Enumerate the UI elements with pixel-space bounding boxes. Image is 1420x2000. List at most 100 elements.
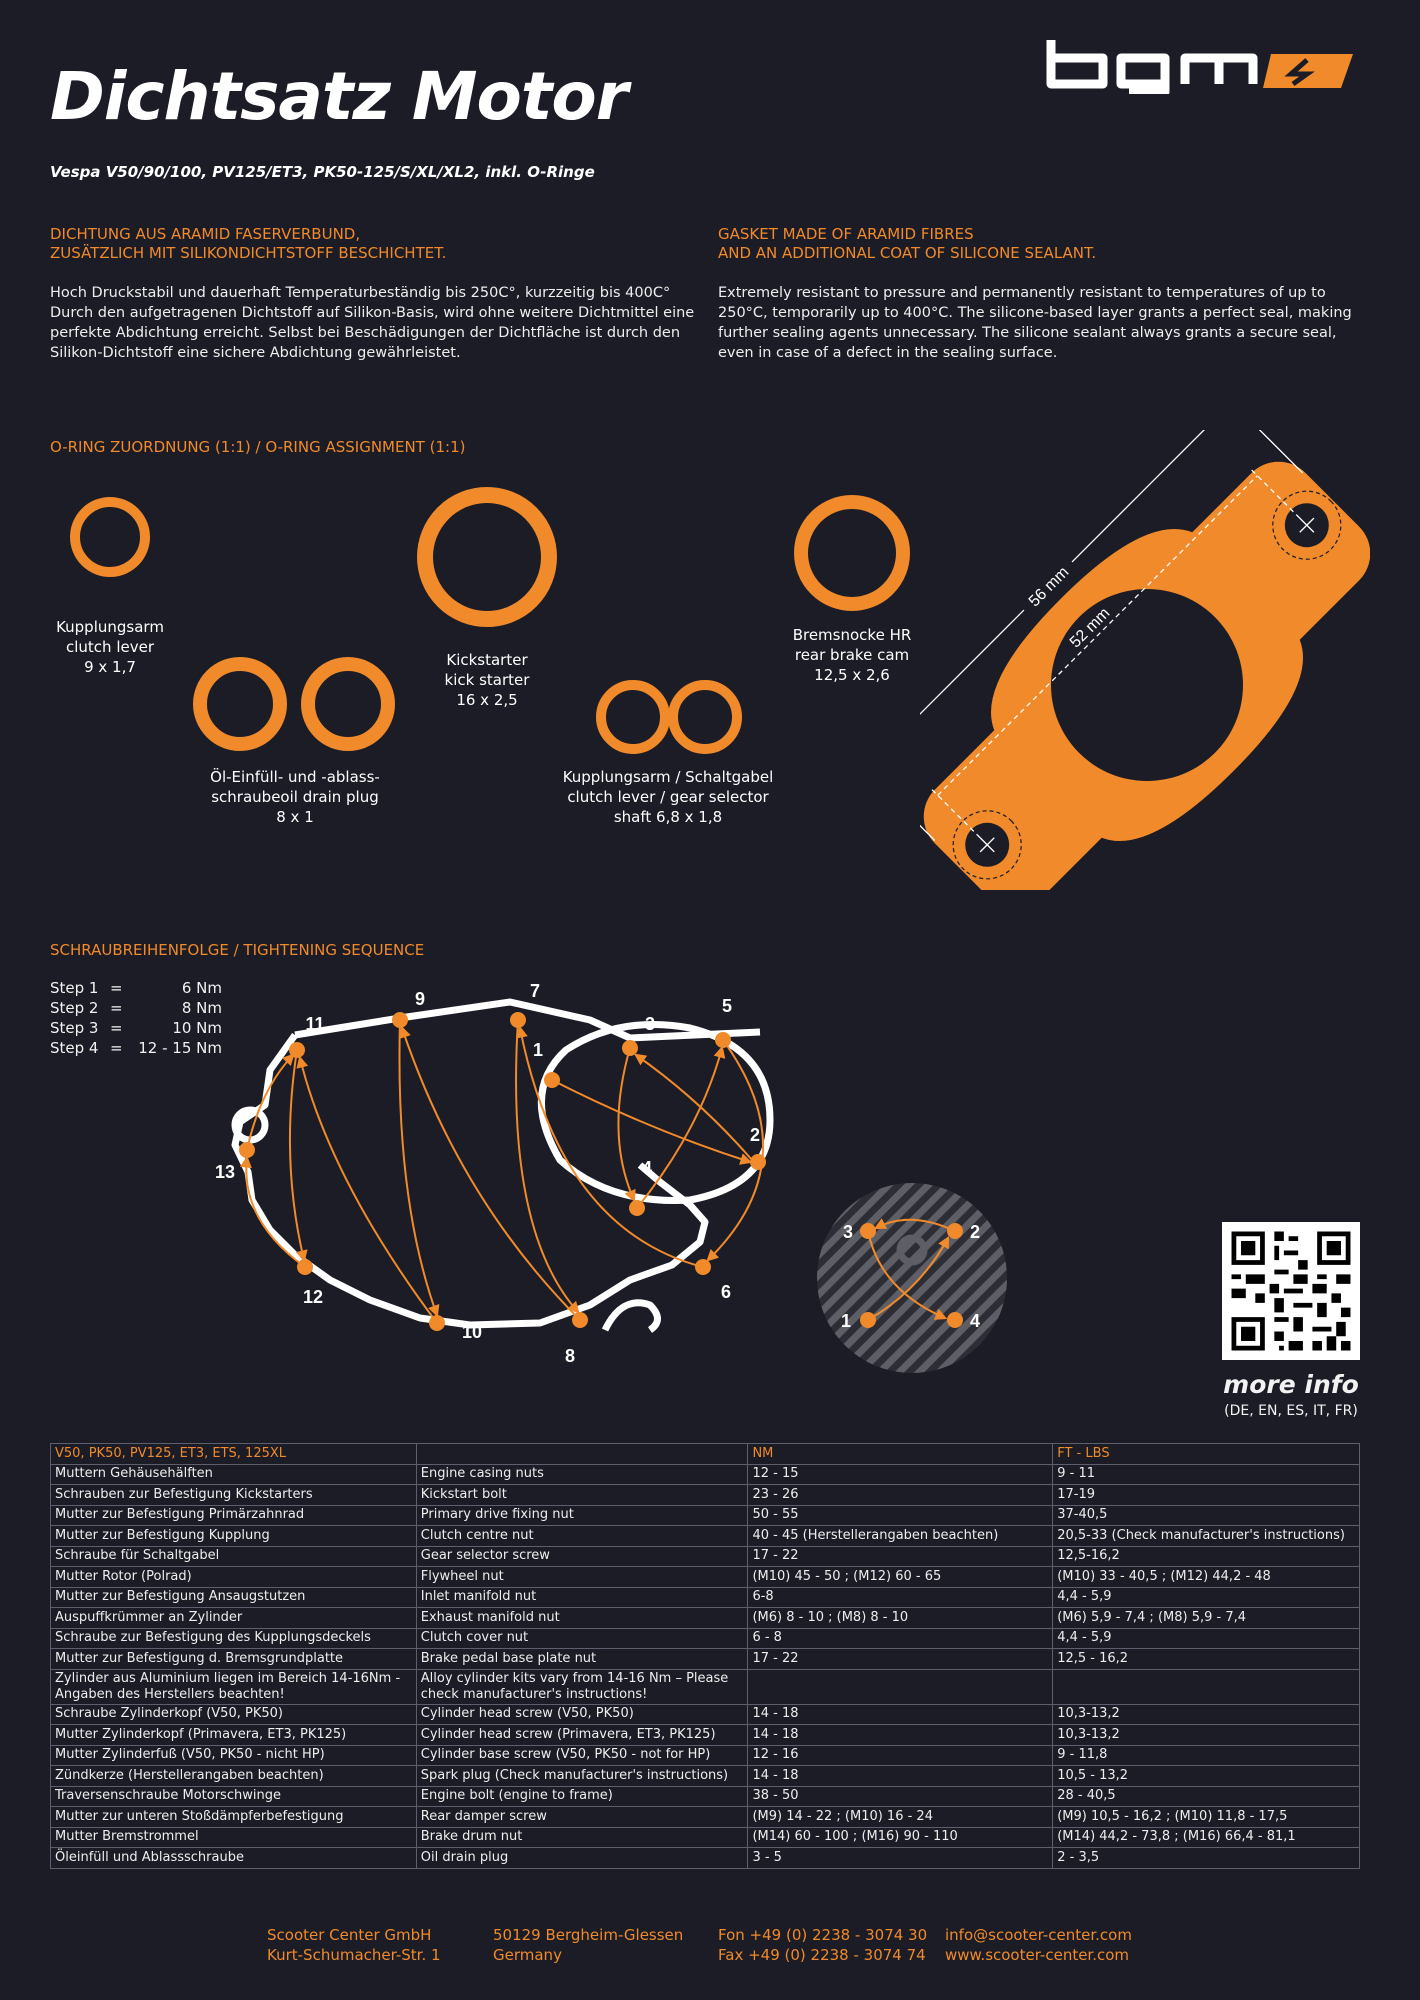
de-heading-line: DICHTUNG AUS ARAMID FASERVERBUND, [50,225,361,243]
cyl-number: 3 [843,1222,853,1242]
table-cell: Mutter zur Befestigung Ansaugstutzen [50,1586,417,1608]
table-cell: 9 - 11 [1052,1463,1360,1485]
footer-street: Kurt-Schumacher-Str. 1 [267,1946,441,1964]
table-cell: 23 - 26 [747,1484,1054,1506]
footer-company: Scooter Center GmbH Kurt-Schumacher-Str.… [267,1925,441,1965]
table-cell: 4,4 - 5,9 [1052,1586,1360,1608]
table-cell: Spark plug (Check manufacturer's instruc… [415,1765,749,1787]
table-cell: 14 - 18 [747,1765,1054,1787]
table-cell: (M14) 44,2 - 73,8 ; (M16) 66,4 - 81,1 [1052,1826,1360,1848]
table-cell: Zylinder aus Aluminium liegen im Bereich… [50,1668,417,1705]
bolt-number: 10 [462,1322,482,1342]
qr-code[interactable] [1222,1222,1360,1360]
table-cell: Clutch centre nut [415,1525,749,1547]
table-cell: Gear selector screw [415,1545,749,1567]
bolt-number: 8 [565,1346,575,1366]
table-cell: (M9) 14 - 22 ; (M10) 16 - 24 [747,1806,1054,1828]
table-cell: (M6) 5,9 - 7,4 ; (M8) 5,9 - 7,4 [1052,1607,1360,1629]
flange-gasket-shape [923,461,1370,890]
cyl-number: 2 [970,1222,980,1242]
table-row: Schraube Zylinderkopf (V50, PK50)Cylinde… [50,1703,1360,1725]
bolt-number: 1 [533,1040,543,1060]
table-header-cell [415,1443,749,1465]
bolt-number: 13 [215,1162,235,1182]
table-row: Zündkerze (Herstellerangaben beachten)Sp… [50,1765,1360,1787]
label-line: shaft 6,8 x 1,8 [613,808,723,826]
table-cell [1052,1668,1360,1705]
flange-gasket-diagram: 56 mm 52 mm [920,430,1370,890]
table-cell: Mutter Bremstrommel [50,1826,417,1848]
en-heading-line: AND AN ADDITIONAL COAT OF SILICONE SEALA… [718,244,1097,262]
oring-label-drain: Öl-Einfüll- und -ablass- schraubeoil dra… [180,767,410,827]
step-equals: = [110,1039,123,1057]
table-cell: (M10) 45 - 50 ; (M12) 60 - 65 [747,1566,1054,1588]
de-body-line: Durch den aufgetragenen Dichtstoff auf S… [50,305,695,321]
label-line: 9 x 1,7 [84,658,136,676]
table-cell: Exhaust manifold nut [415,1607,749,1629]
table-cell: 17 - 22 [747,1648,1054,1670]
oring-clutch-lever [70,497,150,577]
footer-company-name: Scooter Center GmbH [267,1926,432,1944]
more-info-label[interactable]: more info [1223,1370,1359,1399]
cyl-bolt-4 [947,1312,963,1328]
table-cell: Zündkerze (Herstellerangaben beachten) [50,1765,417,1787]
footer-web-link[interactable]: www.scooter-center.com [945,1946,1130,1964]
table-row: Mutter zur unteren Stoßdämpferbefestigun… [50,1806,1360,1828]
table-row: Schraube zur Befestigung des Kupplungsde… [50,1627,1360,1649]
table-cell [747,1668,1054,1705]
table-cell: Brake drum nut [415,1826,749,1848]
table-cell: Engine casing nuts [415,1463,749,1485]
footer-phone-line: Fon +49 (0) 2238 - 3074 30 [718,1926,928,1944]
table-cell: 12 - 15 [747,1463,1054,1485]
de-heading: DICHTUNG AUS ARAMID FASERVERBUND, ZUSÄTZ… [50,225,446,263]
table-cell: Inlet manifold nut [415,1586,749,1608]
table-cell: Flywheel nut [415,1566,749,1588]
de-body-line: perfekte Abdichtung erreicht. Selbst bei… [50,325,681,341]
en-body-line: even in case of a defect in the sealing … [718,345,1058,361]
casing-bolts [239,1012,766,1331]
table-cell: 12,5 - 16,2 [1052,1648,1360,1670]
sequence-arrows [239,1019,765,1324]
oring-label-kick: Kickstarter kick starter 16 x 2,5 [397,650,577,710]
table-cell: Muttern Gehäusehälften [50,1463,417,1485]
table-cell: Mutter zur unteren Stoßdämpferbefestigun… [50,1806,417,1828]
step-row: Step 4=12 - 15 Nm [50,1038,222,1058]
step-equals: = [110,999,123,1017]
oring-rings [70,487,910,754]
table-cell: (M14) 60 - 100 ; (M16) 90 - 110 [747,1826,1054,1848]
bolt-number: 6 [721,1282,731,1302]
table-cell: Kickstart bolt [415,1484,749,1506]
table-cell: Rear damper screw [415,1806,749,1828]
more-info: more info (DE, EN, ES, IT, FR) [1222,1370,1360,1419]
table-cell: Engine bolt (engine to frame) [415,1785,749,1807]
table-cell: Traversenschraube Motorschwinge [50,1785,417,1807]
table-cell: Cylinder head screw (V50, PK50) [415,1703,749,1725]
en-heading-line: GASKET MADE OF ARAMID FIBRES [718,225,974,243]
table-cell: 40 - 45 (Herstellerangaben beachten) [747,1525,1054,1547]
cyl-number: 1 [841,1311,851,1331]
oring-kick-starter [417,487,557,627]
table-cell: Mutter Rotor (Polrad) [50,1566,417,1588]
footer-country: Germany [493,1946,562,1964]
step-value: 8 Nm [181,999,222,1017]
table-cell: (M9) 10,5 - 16,2 ; (M10) 11,8 - 17,5 [1052,1806,1360,1828]
table-cell: 17-19 [1052,1484,1360,1506]
en-body-line: further sealing agents unnecessary. The … [718,325,1337,341]
bolt-number: 9 [415,989,425,1009]
step-label: Step 2 [50,999,99,1017]
label-line: Kupplungsarm [56,618,164,636]
oring-rear-brake-cam [794,495,910,611]
footer-city-line: 50129 Bergheim-Glessen [493,1926,684,1944]
table-cell: 3 - 5 [747,1847,1054,1869]
table-cell: Mutter zur Befestigung Primärzahnrad [50,1504,417,1526]
casing-outline [231,998,774,1333]
table-cell: 9 - 11,8 [1052,1744,1360,1766]
footer-email-link[interactable]: info@scooter-center.com [945,1926,1132,1944]
bolt-number: 12 [303,1287,323,1307]
de-body: Hoch Druckstabil und dauerhaft Temperatu… [50,283,710,363]
page-subtitle: Vespa V50/90/100, PV125/ET3, PK50-125/S/… [50,163,595,181]
